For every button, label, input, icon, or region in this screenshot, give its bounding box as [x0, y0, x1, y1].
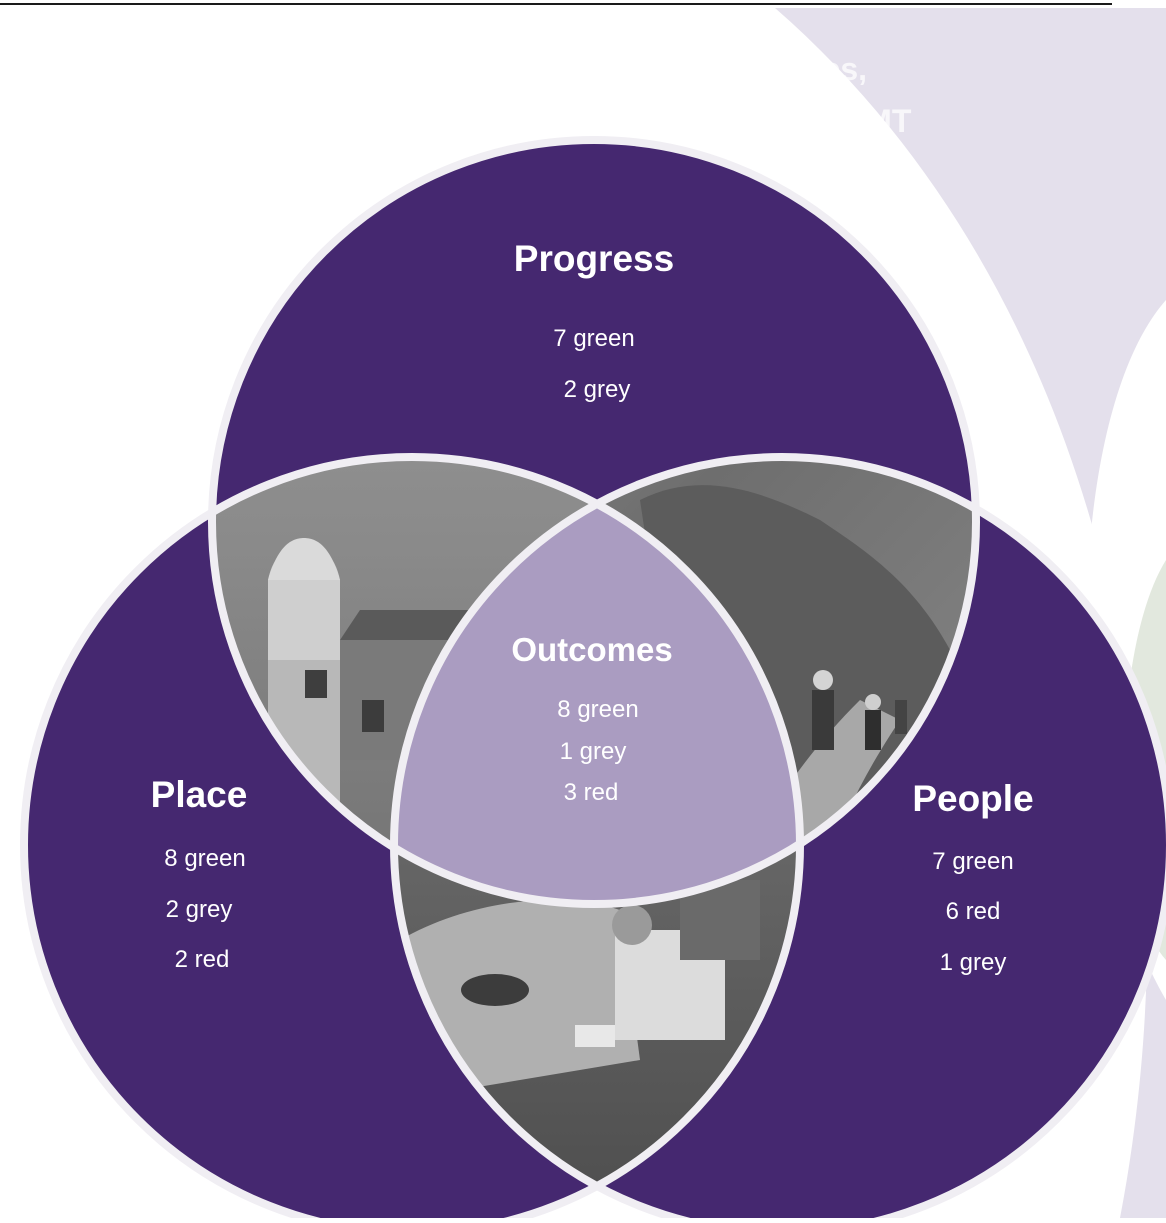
- outcomes-title: Outcomes: [511, 631, 672, 668]
- progress-title: Progress: [514, 238, 674, 279]
- outcomes-stat-red: 3 red: [564, 779, 619, 806]
- outcomes-stat-green: 8 green: [557, 696, 638, 723]
- background-text-1: Committees,: [675, 51, 867, 87]
- progress-stat-grey: 2 grey: [564, 376, 631, 403]
- progress-stat-green: 7 green: [553, 325, 634, 352]
- place-stat-green: 8 green: [164, 845, 245, 872]
- people-stat-red: 6 red: [946, 898, 1001, 925]
- people-stat-green: 7 green: [932, 848, 1013, 875]
- outcomes-stat-grey: 1 grey: [560, 738, 627, 765]
- walker-figure: [812, 690, 834, 750]
- place-title: Place: [151, 774, 248, 815]
- place-stat-red: 2 red: [175, 946, 230, 973]
- place-stat-grey: 2 grey: [166, 896, 233, 923]
- people-stat-grey: 1 grey: [940, 949, 1007, 976]
- people-title: People: [912, 778, 1033, 819]
